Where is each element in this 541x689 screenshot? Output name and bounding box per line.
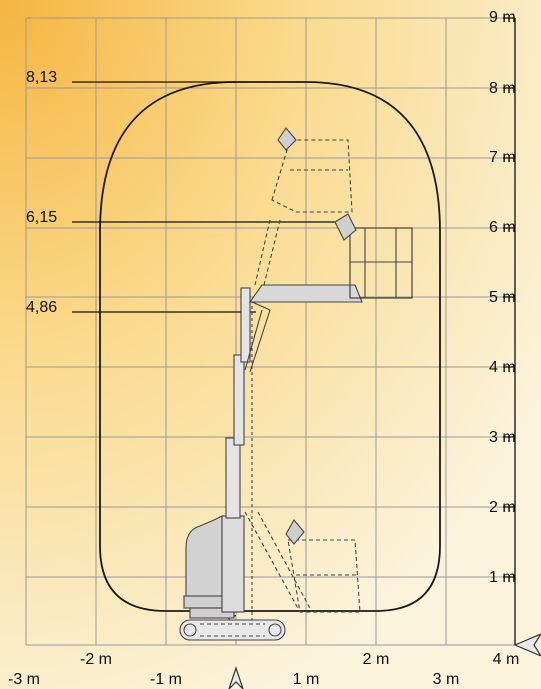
- y-label-5: 5 m: [489, 289, 516, 306]
- x-label-minus-3: -3 m: [8, 671, 40, 688]
- y-label-9: 9 m: [489, 9, 516, 26]
- elevated-platform: [244, 213, 413, 373]
- grid: [25, 17, 515, 646]
- y-label-7: 7 m: [489, 149, 516, 166]
- ground-arrow-icon: [513, 633, 541, 657]
- height-callouts: 8,13 6,15 4,86: [26, 69, 340, 316]
- x-label-2: 2 m: [363, 651, 390, 668]
- lowered-platform-outline: [244, 511, 361, 613]
- x-label-minus-2: -2 m: [80, 651, 112, 668]
- x-label-4: 4 m: [493, 651, 520, 668]
- x-axis-labels: -2 m 2 m 4 m -3 m -1 m 1 m 3 m: [8, 651, 519, 688]
- y-label-2: 2 m: [489, 499, 516, 516]
- x-label-1: 1 m: [293, 671, 320, 688]
- y-label-1: 1 m: [489, 569, 516, 586]
- lift-machine: [179, 127, 413, 641]
- callout-min-height: 4,86: [26, 299, 57, 316]
- y-label-8: 8 m: [489, 80, 516, 97]
- working-envelope: [99, 81, 441, 612]
- crawler-tracks: [179, 619, 286, 641]
- y-label-6: 6 m: [489, 219, 516, 236]
- x-label-3: 3 m: [433, 671, 460, 688]
- mast: [225, 287, 253, 620]
- vertical-scale: [503, 17, 516, 645]
- extended-platform-outline: [254, 127, 353, 286]
- y-label-4: 4 m: [489, 359, 516, 376]
- callout-max-height: 8,13: [26, 69, 57, 86]
- y-label-3: 3 m: [489, 429, 516, 446]
- centerline-arrow-icon: [228, 666, 244, 689]
- axis-arrows: [228, 633, 541, 689]
- x-label-minus-1: -1 m: [150, 671, 182, 688]
- callout-mid-height: 6,15: [26, 209, 57, 226]
- y-axis-labels: 0 m 1 m 2 m 3 m 4 m 5 m 6 m 7 m 8 m 9 m: [223, 9, 516, 635]
